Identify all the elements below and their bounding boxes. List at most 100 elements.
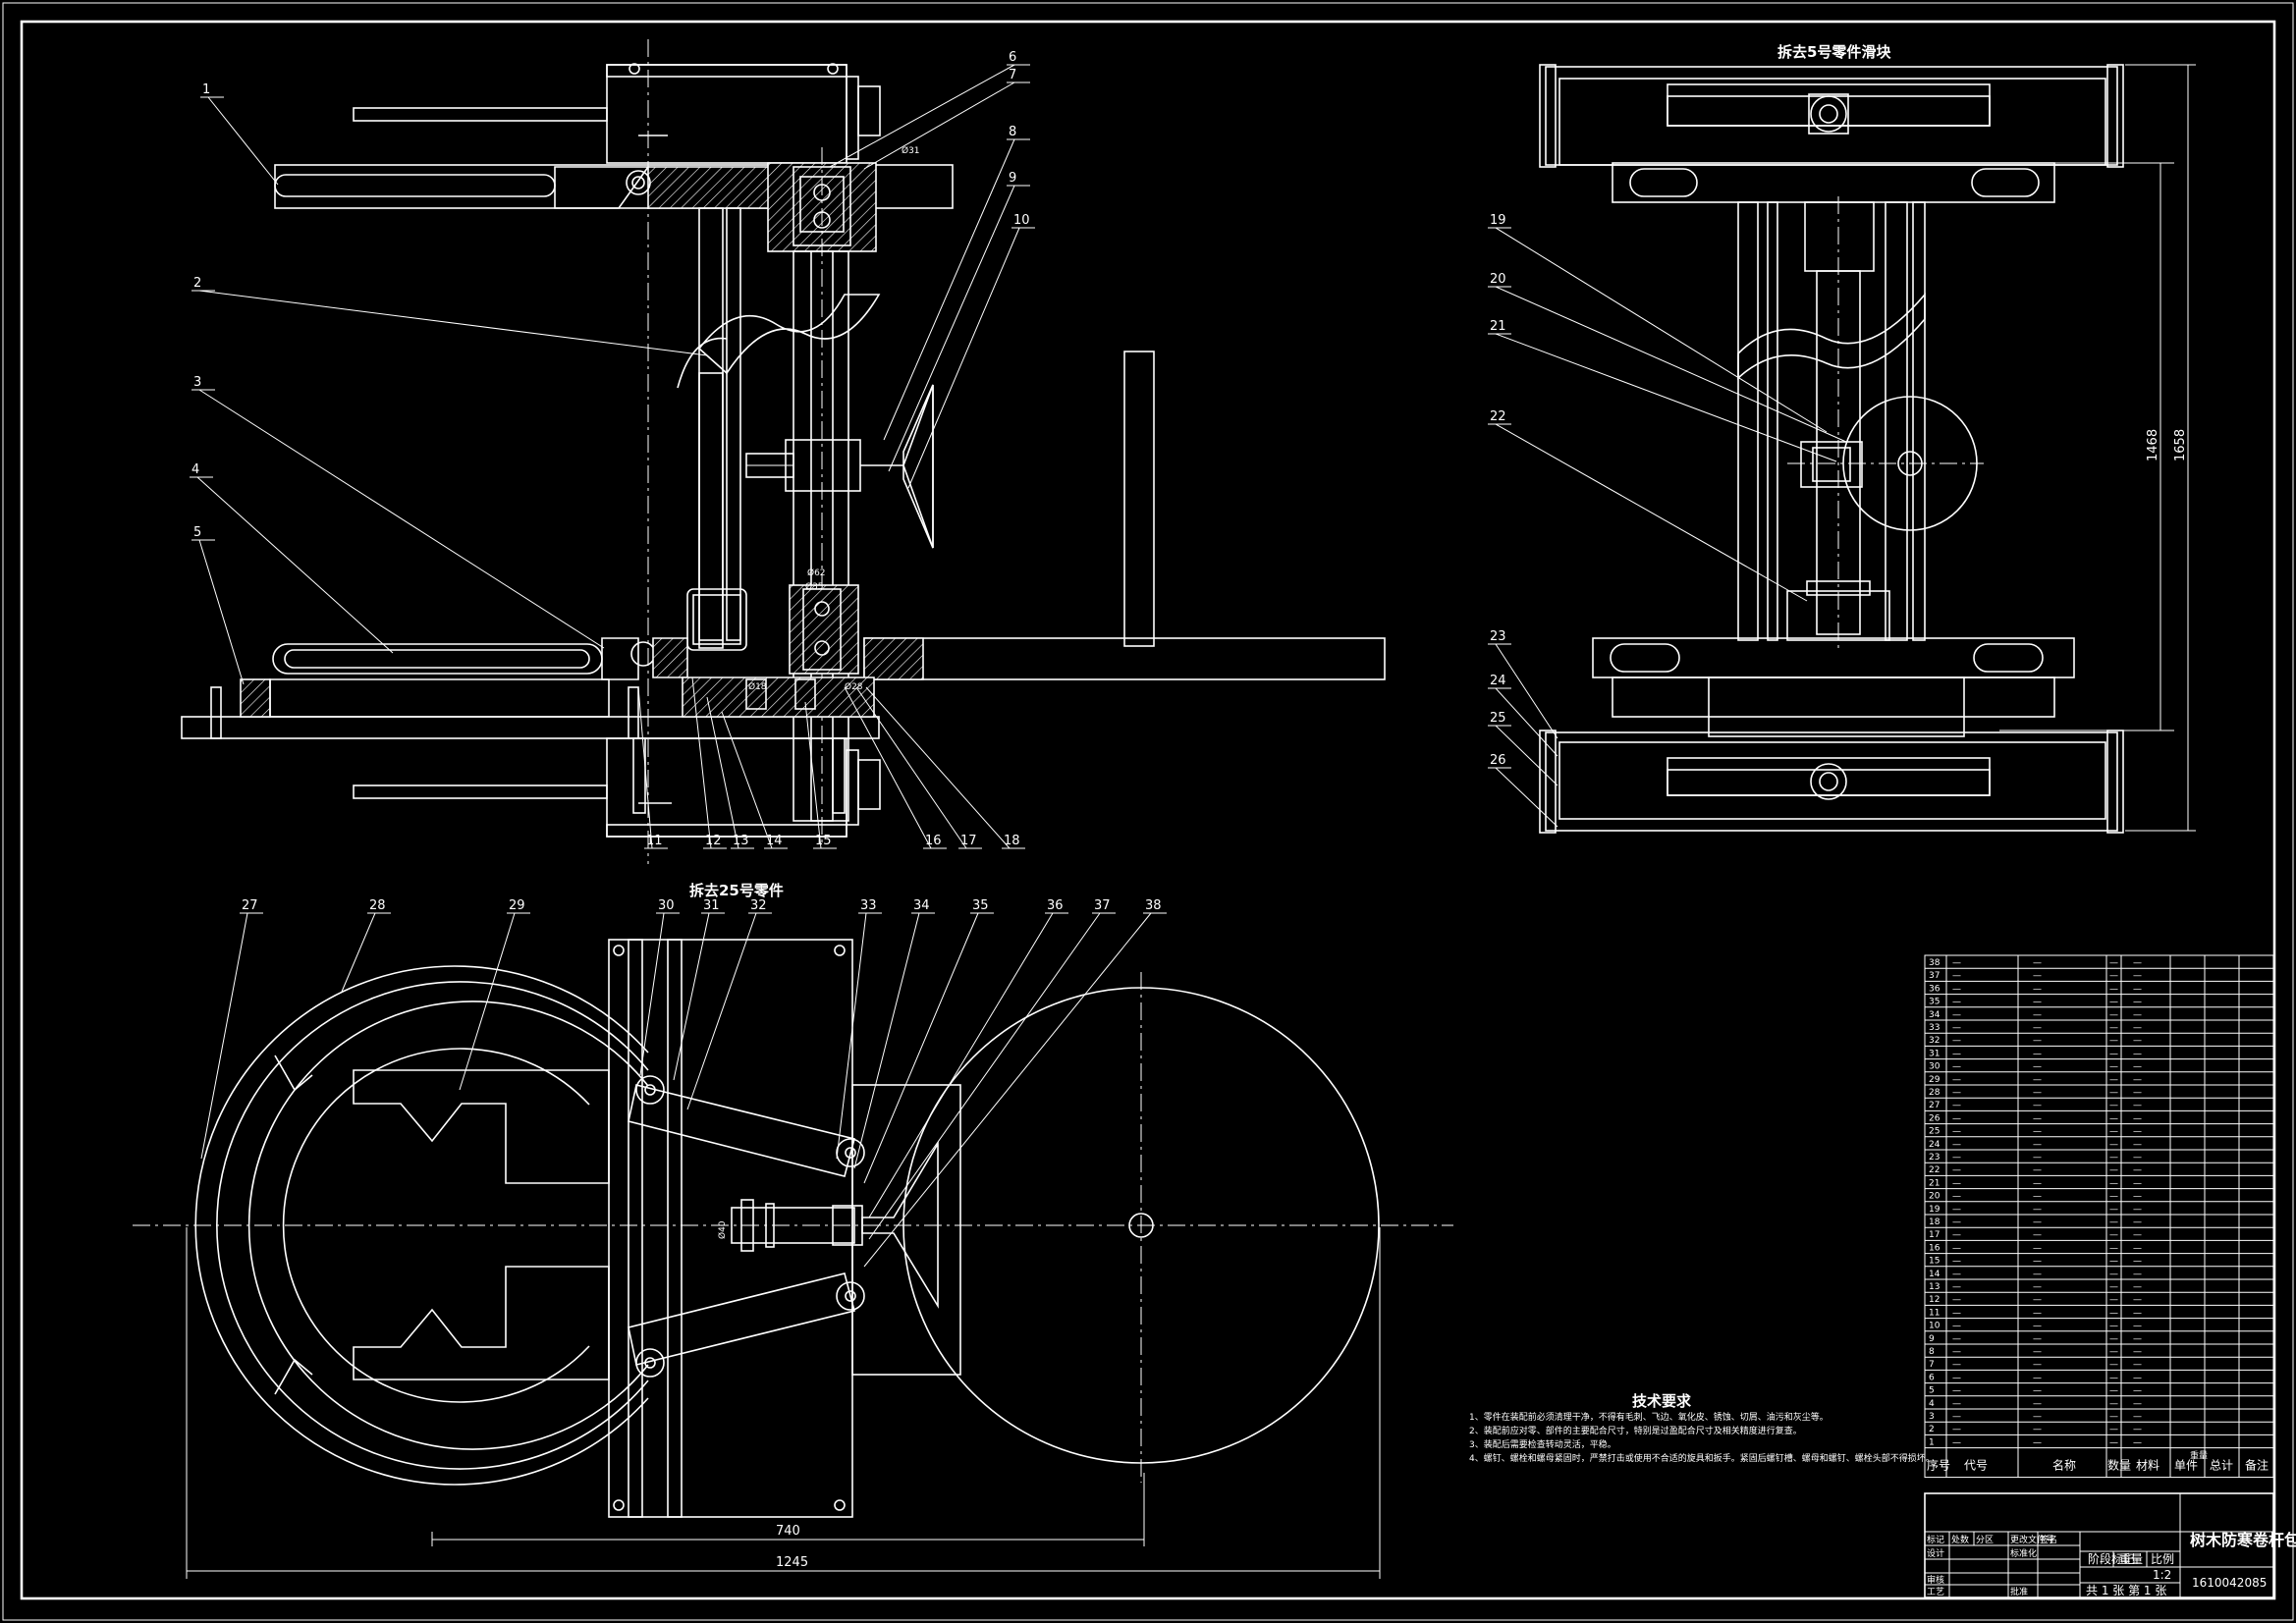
bom-cell: — — [1952, 1243, 1961, 1253]
balloon-30: 30 — [658, 898, 675, 913]
bom-cell: 34 — [1929, 1010, 1941, 1020]
bom-cell: — — [1952, 1347, 1961, 1357]
bom-cell: — — [2033, 1217, 2042, 1227]
bom-cell: 6 — [1929, 1373, 1935, 1382]
bom-cell: — — [2133, 1437, 2142, 1447]
bom-cell: — — [2033, 1062, 2042, 1072]
bom-cell: — — [2109, 1140, 2118, 1150]
balloon-8: 8 — [1009, 125, 1016, 139]
bom-cell: — — [2133, 1205, 2142, 1215]
bom-cell: — — [2109, 1101, 2118, 1110]
leader-line-1 — [207, 96, 279, 186]
bom-cell: — — [1952, 1282, 1961, 1292]
bom-cell: — — [1952, 1412, 1961, 1422]
tb-standard: 标准化 — [2010, 1547, 2037, 1559]
plan-view: 拆去25号零件 — [133, 882, 1453, 1579]
balloon-34: 34 — [913, 898, 930, 913]
bom-cell: — — [2133, 1386, 2142, 1396]
bom-cell: — — [2033, 1295, 2042, 1305]
dim-shaft-top: Ø31 — [902, 145, 920, 156]
dim-width-1245: 1245 — [776, 1555, 808, 1570]
balloon-32: 32 — [750, 898, 767, 913]
balloon-12: 12 — [705, 834, 722, 848]
tb-row-2: 设计 — [1927, 1547, 1944, 1559]
bom-cell: — — [2133, 1036, 2142, 1046]
bom-cell: — — [2033, 1322, 2042, 1331]
bom-cell: — — [2109, 1153, 2118, 1163]
bom-header-3: 数量 — [2107, 1458, 2131, 1473]
tb-approve: 批准 — [2010, 1586, 2028, 1597]
dim-shaft-mid2: Ø35 — [805, 581, 824, 592]
bom-cell: 9 — [1929, 1334, 1935, 1344]
leader-line-38 — [863, 912, 1152, 1268]
drawing-title: 树木防寒卷杆包覆机 — [2190, 1531, 2296, 1549]
bom-cell: — — [1952, 1140, 1961, 1150]
bom-cell: — — [2109, 1347, 2118, 1357]
bom-cell: — — [2109, 958, 2118, 968]
bom-cell: — — [2033, 1165, 2042, 1175]
bom-cell: 27 — [1929, 1101, 1940, 1110]
bom-cell: 8 — [1929, 1347, 1935, 1357]
side-view: 拆去5号零件滑块 — [1539, 43, 2196, 834]
bom-cell: — — [2133, 1270, 2142, 1279]
bom-cell: 5 — [1929, 1386, 1935, 1396]
bom-cell: — — [2033, 1437, 2042, 1447]
bom-cell: 17 — [1929, 1230, 1940, 1240]
leader-line-10 — [907, 227, 1020, 489]
tech-req-line-4: 4、螺钉、螺栓和螺母紧固时，严禁打击或使用不合适的旋具和扳手。紧固后螺钉槽、螺母… — [1469, 1452, 1935, 1464]
leader-line-36 — [868, 912, 1054, 1218]
bom-cell: — — [1952, 998, 1961, 1007]
balloon-16: 16 — [925, 834, 942, 848]
bom-cell: 38 — [1929, 958, 1941, 968]
bom-cell: — — [2133, 1360, 2142, 1370]
leader-line-15 — [804, 701, 822, 849]
leader-line-28 — [341, 912, 376, 993]
bom-cell: — — [2133, 984, 2142, 994]
bom-cell: — — [2033, 1373, 2042, 1382]
dim-width-740: 740 — [776, 1524, 800, 1539]
leader-line-22 — [1495, 423, 1808, 602]
bom-cell: 33 — [1929, 1023, 1940, 1033]
bom-cell: — — [1952, 1386, 1961, 1396]
balloon-33: 33 — [860, 898, 877, 913]
bom-cell: — — [2133, 1373, 2142, 1382]
drawing-number: 1610042085 — [2192, 1576, 2267, 1590]
bom-cell: — — [1952, 1334, 1961, 1344]
sheets-label: 共 1 张 第 1 张 — [2086, 1584, 2166, 1597]
bom-cell: — — [2033, 1243, 2042, 1253]
bom-cell: — — [2033, 1425, 2042, 1434]
bom-cell: — — [1952, 1308, 1961, 1318]
bom-cell: — — [2033, 1386, 2042, 1396]
bom-cell: — — [1952, 958, 1961, 968]
balloon-22: 22 — [1490, 409, 1506, 424]
bom-cell: — — [2133, 1412, 2142, 1422]
bom-cell: — — [1952, 1165, 1961, 1175]
bom-cell: — — [2133, 1399, 2142, 1409]
bom-cell: 23 — [1929, 1153, 1940, 1163]
bom-cell: 10 — [1929, 1322, 1941, 1331]
balloon-23: 23 — [1490, 629, 1506, 644]
balloon-21: 21 — [1490, 319, 1506, 334]
bom-cell: 36 — [1929, 984, 1941, 994]
bom-cell: — — [1952, 1192, 1961, 1202]
balloon-2: 2 — [193, 276, 201, 291]
bom-cell: — — [2133, 1230, 2142, 1240]
bom-weight-label: 重量 — [2190, 1450, 2208, 1462]
balloon-7: 7 — [1009, 68, 1016, 82]
bom-cell: — — [2033, 1334, 2042, 1344]
bom-cell: — — [2109, 1023, 2118, 1033]
bom-cell: — — [2109, 1049, 2118, 1058]
leader-line-9 — [888, 185, 1015, 472]
balloon-17: 17 — [960, 834, 977, 848]
balloon-29: 29 — [509, 898, 525, 913]
leader-line-24 — [1495, 687, 1558, 757]
leader-line-4 — [196, 476, 394, 654]
bom-header-5: 单件 — [2174, 1459, 2198, 1473]
bom-cell: — — [2133, 1062, 2142, 1072]
bom-cell: — — [2133, 1322, 2142, 1331]
bom-cell: 12 — [1929, 1295, 1940, 1305]
balloon-13: 13 — [733, 834, 749, 848]
bom-cell: — — [2109, 1295, 2118, 1305]
leader-line-31 — [673, 912, 710, 1081]
